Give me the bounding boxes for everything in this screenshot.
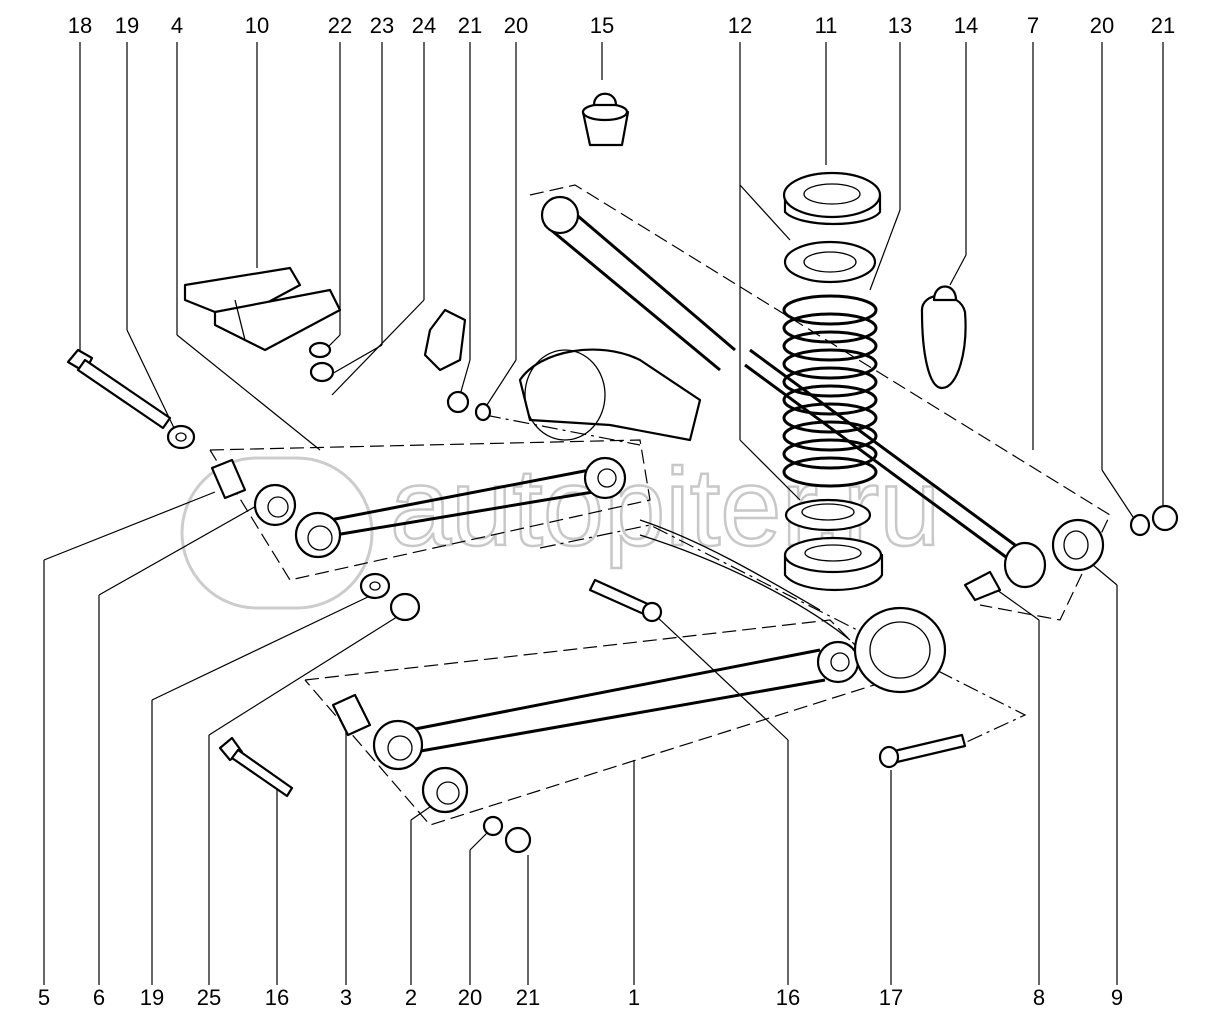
part-10-bracket	[183, 266, 342, 352]
top-labels: 18 19 4 10 22 23 24 21 20 15 12 11 13 14…	[68, 13, 1175, 38]
part-19-washer-mid	[359, 572, 391, 600]
label-top-10: 10	[245, 13, 269, 38]
label-bottom-6: 6	[93, 985, 105, 1010]
part-20-washer-right	[1129, 513, 1151, 537]
part-21-nut-bottom	[504, 826, 532, 854]
label-bottom-16: 16	[265, 985, 289, 1010]
label-top-7: 7	[1027, 13, 1039, 38]
part-22-washer	[308, 341, 332, 359]
label-top-20b: 20	[1090, 13, 1114, 38]
spring-coil-turn	[782, 384, 878, 416]
label-top-20: 20	[504, 13, 528, 38]
label-top-13: 13	[888, 13, 912, 38]
spring-lower-seat	[783, 498, 884, 591]
spring-coil-turn	[782, 456, 878, 488]
label-top-11: 11	[815, 13, 838, 38]
spring-coil-turn	[782, 420, 878, 452]
spring-coil-turn	[782, 312, 878, 344]
label-top-18: 18	[68, 13, 92, 38]
part-7-transverse-rod	[540, 195, 1047, 589]
label-top-15: 15	[590, 13, 614, 38]
part-9-bushing	[1051, 518, 1105, 572]
part-11-insulator	[782, 171, 882, 226]
part-20-washer	[474, 402, 492, 422]
label-top-23: 23	[370, 13, 394, 38]
label-top-24: 24	[412, 13, 436, 38]
part-8-sleeve	[963, 570, 1002, 602]
brake-shield	[853, 606, 947, 694]
part-2-bushing	[421, 766, 469, 814]
part-20-washer-bottom	[482, 815, 504, 837]
spring-coil-turn	[782, 294, 878, 326]
label-bottom-9: 9	[1111, 985, 1123, 1010]
part-14-buffer	[920, 285, 967, 390]
label-bottom-19: 19	[140, 985, 164, 1010]
axle-housing	[518, 348, 851, 641]
label-bottom-21: 21	[516, 985, 540, 1010]
label-bottom-3: 3	[340, 985, 352, 1010]
part-25-nut	[389, 592, 421, 622]
spring-coil-turn	[782, 438, 878, 470]
part-3-sleeve	[331, 693, 372, 737]
label-top-19: 19	[115, 13, 139, 38]
spring-coil-turn	[782, 330, 878, 362]
label-bottom-5: 5	[38, 985, 50, 1010]
label-bottom-17: 17	[879, 985, 903, 1010]
spring-coil-turn	[782, 348, 878, 380]
part-16-bolt-lower	[218, 736, 294, 798]
part-17-bolt	[878, 733, 967, 769]
label-bottom-16b: 16	[776, 985, 800, 1010]
part-16-bolt-mid	[588, 578, 663, 623]
label-top-21: 21	[458, 13, 482, 38]
label-bottom-8: 8	[1033, 985, 1045, 1010]
spring-coil-turn	[782, 366, 878, 398]
part-12-spacer	[783, 240, 877, 284]
label-top-12: 12	[728, 13, 752, 38]
part-6-bushing	[253, 483, 297, 527]
part-21-nut-right	[1151, 504, 1179, 532]
label-top-4: 4	[171, 13, 183, 38]
part-18-bolt	[66, 348, 172, 430]
part-15-bump-stop	[581, 92, 630, 147]
part-13-coil-spring	[782, 294, 878, 488]
part-23-nut	[309, 361, 335, 383]
part-24-bracket	[423, 308, 467, 372]
spring-coil-turn	[782, 402, 878, 434]
label-top-22: 22	[328, 13, 352, 38]
label-bottom-2: 2	[405, 985, 417, 1010]
label-bottom-1: 1	[628, 985, 640, 1010]
part-4-upper-arm	[294, 456, 627, 559]
part-5-sleeve	[210, 458, 247, 500]
leader-lines	[43, 42, 1164, 985]
part-19-washer	[166, 424, 196, 450]
part-21-nut	[446, 390, 470, 414]
bottom-labels: 5 6 19 25 16 3 2 20 21 1 16 17 8 9	[38, 985, 1123, 1010]
label-top-21b: 21	[1151, 13, 1175, 38]
part-1-lower-arm	[372, 640, 860, 771]
label-top-14: 14	[954, 13, 978, 38]
label-bottom-20: 20	[458, 985, 482, 1010]
label-bottom-25: 25	[197, 985, 221, 1010]
